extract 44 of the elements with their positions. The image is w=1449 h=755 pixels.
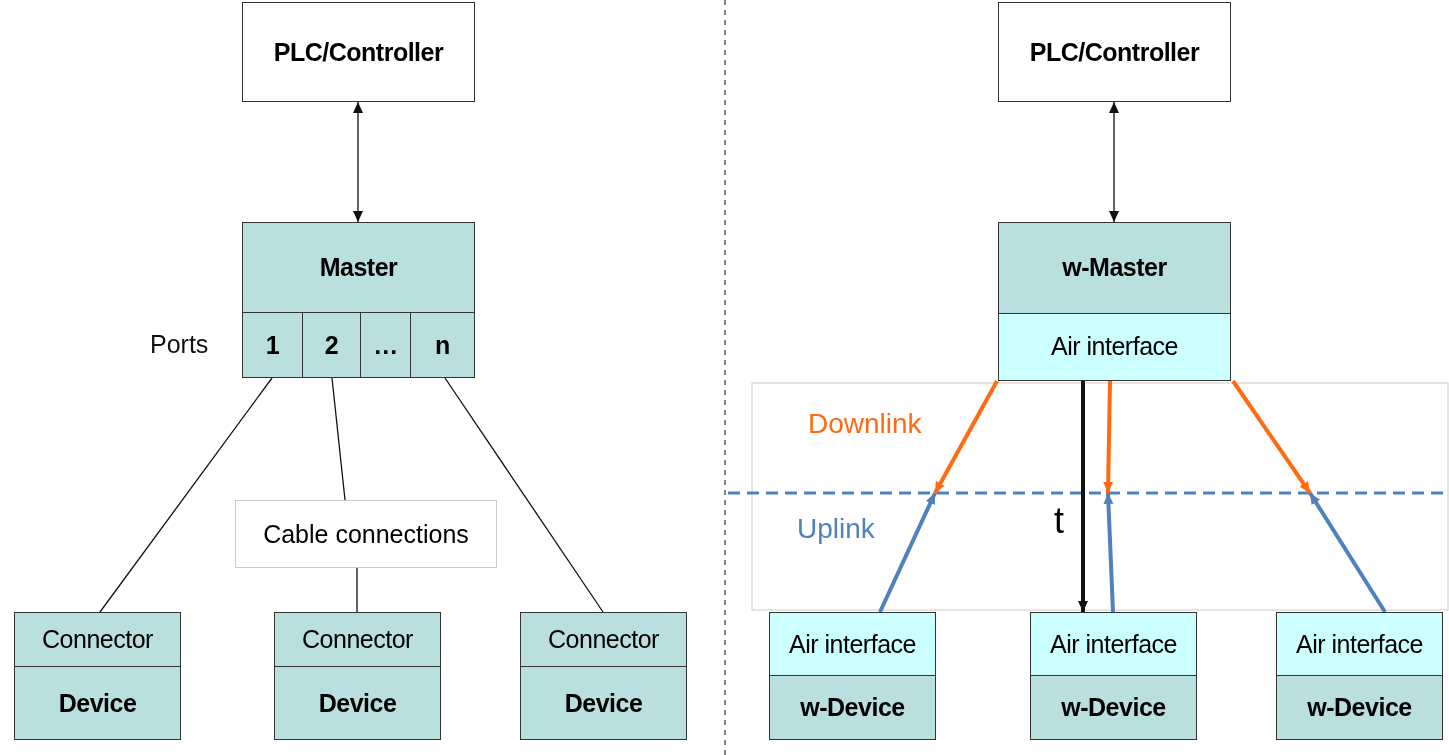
edge-label: t [1054, 500, 1064, 542]
arrow [878, 492, 937, 613]
master-box: Master [242, 222, 475, 313]
port-box: n [410, 312, 475, 378]
device-label: w-Device [1031, 675, 1196, 739]
device-box [520, 612, 687, 740]
device-label: Device [521, 666, 686, 739]
arrow [1103, 380, 1114, 494]
arrow [1109, 101, 1119, 223]
air-interface-label: Air interface [770, 613, 935, 675]
port-box: … [360, 312, 411, 378]
connector-label: Connector [275, 613, 440, 667]
uplink-label: Uplink [797, 513, 875, 545]
device-label: w-Device [1277, 675, 1442, 739]
device-label: Device [15, 666, 180, 739]
port-box: 2 [302, 312, 361, 378]
air-interface-label: Air interface [999, 312, 1230, 380]
air-interface-label: Air interface [1277, 613, 1442, 675]
wireless-device-box [1276, 612, 1443, 740]
wireless-device-box [769, 612, 936, 740]
connector-label: Connector [15, 613, 180, 667]
wireless-device-box [1030, 612, 1197, 740]
device-label: Device [275, 666, 440, 739]
downlink-label: Downlink [808, 408, 922, 440]
arrow [1078, 381, 1088, 612]
device-label: w-Device [770, 675, 935, 739]
device-box [14, 612, 181, 740]
master-label: w-Master [999, 223, 1230, 313]
ports-label: Ports [150, 330, 209, 359]
air-interface-label: Air interface [1031, 613, 1196, 675]
arrow [933, 380, 999, 494]
arrow [1231, 379, 1312, 495]
device-box [274, 612, 441, 740]
arrow [1103, 492, 1115, 613]
arrow [353, 101, 363, 223]
wireless-master-box [998, 222, 1231, 381]
connector-line [444, 377, 604, 613]
port-box: 1 [242, 312, 303, 378]
connector-line [99, 377, 273, 613]
arrow [1308, 491, 1387, 614]
edge-label: Cable connections [235, 500, 497, 568]
controller-box: PLC/Controller [998, 2, 1231, 102]
controller-box: PLC/Controller [242, 2, 475, 102]
connector-label: Connector [521, 613, 686, 667]
